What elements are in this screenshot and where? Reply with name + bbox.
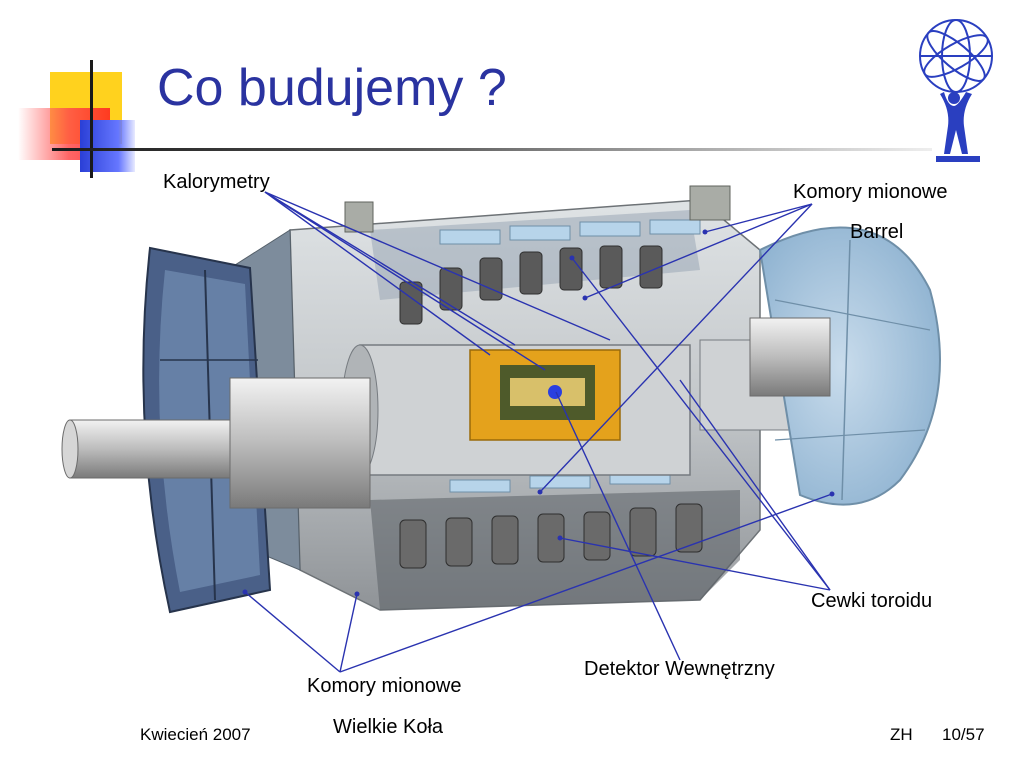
toroid-coils-top [399, 245, 663, 325]
label-komory-kola-line2: Wielkie Koła [333, 716, 444, 738]
label-cewki-toroidu: Cewki toroidu [811, 590, 933, 612]
pointer-lines [244, 191, 833, 673]
decor-blue-square [80, 120, 135, 172]
atlas-logo-icon [919, 19, 993, 162]
pointer-arrowheads [242, 229, 835, 597]
label-komory-barrel-line2: Barrel [850, 221, 904, 243]
big-wheel-right [749, 226, 941, 506]
decor-vertical-line [90, 60, 93, 178]
title-divider [52, 148, 932, 151]
footer-page-number: 10/57 [942, 725, 985, 744]
footer-date: Kwiecień 2007 [140, 725, 251, 744]
label-komory-barrel-line1: Komory mionowe [793, 181, 948, 203]
slide-title: Co budujemy ? [157, 59, 507, 117]
footer-author: ZH [890, 725, 913, 744]
beam-pipe-left [61, 377, 371, 509]
label-kalorymetry: Kalorymetry [163, 171, 270, 193]
toroid-coils-bottom [399, 503, 703, 569]
label-detektor-wewnetrzny: Detektor Wewnętrzny [584, 658, 775, 680]
label-komory-kola-line1: Komory mionowe [307, 675, 462, 697]
